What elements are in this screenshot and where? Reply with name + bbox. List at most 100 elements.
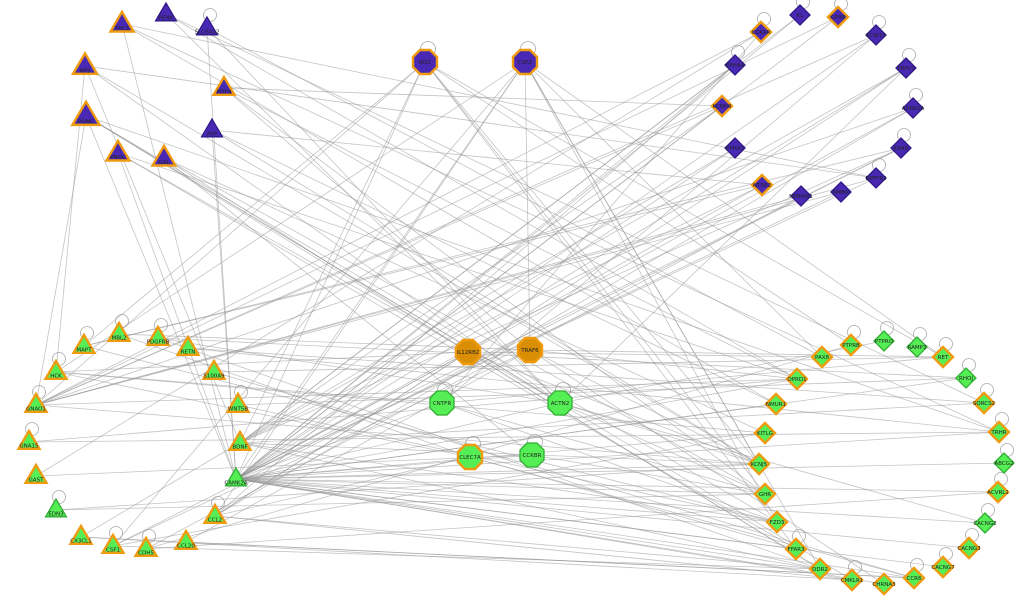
diamond-node-shape[interactable]: [906, 336, 928, 358]
diamond-node-shape[interactable]: [987, 420, 1011, 444]
triangle-node-shape[interactable]: [100, 532, 126, 555]
node-ACTN2[interactable]: ACTN2: [547, 390, 573, 416]
diamond-node-shape[interactable]: [931, 555, 955, 579]
octagon-node-shape[interactable]: [411, 48, 439, 76]
node-CCR6[interactable]: CCR6: [902, 566, 926, 590]
node-EPHA4[interactable]: EPHA4: [724, 54, 746, 76]
diamond-node-shape[interactable]: [840, 568, 864, 592]
node-NPFFR2[interactable]: NPFFR2: [865, 167, 887, 189]
triangle-node-shape[interactable]: [145, 324, 171, 347]
diamond-node-shape[interactable]: [993, 452, 1015, 474]
node-TAC3[interactable]: TAC3: [108, 9, 136, 33]
triangle-node-shape[interactable]: [108, 9, 136, 33]
node-ADRA1A[interactable]: ADRA1A: [902, 97, 925, 119]
node-SORCS2[interactable]: SORCS2: [972, 391, 996, 415]
node-PENK[interactable]: PENK: [154, 1, 178, 22]
node-OPRD1[interactable]: OPRD1: [785, 367, 809, 391]
node-CX3CL1[interactable]: CX3CL1: [68, 523, 94, 546]
node-ABCG2[interactable]: ABCG2: [993, 452, 1015, 474]
diamond-node-shape[interactable]: [808, 557, 832, 581]
node-PDYN[interactable]: PDYN: [211, 74, 237, 97]
triangle-node-shape[interactable]: [70, 50, 100, 76]
node-ACVRL1[interactable]: ACVRL1: [986, 480, 1010, 504]
diamond-node-shape[interactable]: [784, 537, 808, 561]
triangle-node-shape[interactable]: [70, 99, 102, 127]
diamond-node-shape[interactable]: [986, 480, 1010, 504]
node-TRAF6[interactable]: TRAF6: [516, 336, 544, 364]
node-SLC6A12[interactable]: SLC6A12: [195, 15, 220, 36]
triangle-node-shape[interactable]: [68, 523, 94, 546]
node-RET[interactable]: RET: [931, 345, 955, 369]
diamond-node-shape[interactable]: [830, 181, 852, 203]
node-CMKLR1[interactable]: CMKLR1: [840, 568, 864, 592]
triangle-node-shape[interactable]: [227, 429, 253, 452]
diamond-node-shape[interactable]: [865, 167, 887, 189]
node-GAL[interactable]: GAL: [150, 143, 178, 167]
triangle-node-shape[interactable]: [173, 528, 199, 551]
diamond-node-shape[interactable]: [765, 510, 789, 534]
octagon-node-shape[interactable]: [454, 338, 482, 366]
diamond-node-shape[interactable]: [957, 536, 981, 560]
node-EPHA7[interactable]: EPHA7: [724, 137, 746, 159]
node-AVP[interactable]: AVP: [200, 117, 224, 138]
diamond-node-shape[interactable]: [902, 97, 924, 119]
node-GPR6[interactable]: GPR6: [826, 5, 850, 29]
diamond-node-shape[interactable]: [749, 20, 773, 44]
diamond-node-shape[interactable]: [895, 57, 917, 79]
triangle-node-shape[interactable]: [16, 428, 42, 451]
diamond-node-shape[interactable]: [764, 392, 788, 416]
node-KCNJ10[interactable]: KCNJ10: [865, 24, 887, 46]
node-CACNG7[interactable]: CACNG7: [931, 555, 955, 579]
triangle-node-shape[interactable]: [211, 74, 237, 97]
node-GAST[interactable]: GAST: [23, 462, 49, 485]
triangle-node-shape[interactable]: [43, 358, 69, 381]
node-KRAS[interactable]: KRAS: [890, 137, 912, 159]
triangle-node-shape[interactable]: [133, 535, 159, 558]
node-KITLG[interactable]: KITLG: [753, 421, 777, 445]
octagon-node-shape[interactable]: [516, 336, 544, 364]
node-RAMP3[interactable]: RAMP3: [906, 336, 928, 358]
node-CLEC7A[interactable]: CLEC7A: [456, 443, 484, 471]
diamond-node-shape[interactable]: [826, 5, 850, 29]
node-CCKBR[interactable]: CCKBR: [519, 442, 545, 468]
node-CACNG3[interactable]: CACNG3: [957, 536, 981, 560]
diamond-node-shape[interactable]: [710, 94, 734, 118]
triangle-node-shape[interactable]: [154, 1, 178, 22]
triangle-node-shape[interactable]: [23, 462, 49, 485]
diamond-node-shape[interactable]: [955, 367, 977, 389]
diamond-node-shape[interactable]: [872, 572, 896, 596]
triangle-node-shape[interactable]: [225, 391, 251, 414]
node-TRHR[interactable]: TRHR: [987, 420, 1011, 444]
diamond-node-shape[interactable]: [789, 4, 811, 26]
octagon-node-shape[interactable]: [547, 390, 573, 416]
diamond-node-shape[interactable]: [790, 185, 812, 207]
diamond-node-shape[interactable]: [865, 24, 887, 46]
triangle-node-shape[interactable]: [71, 332, 97, 355]
diamond-node-shape[interactable]: [785, 367, 809, 391]
octagon-node-shape[interactable]: [511, 48, 539, 76]
octagon-node-shape[interactable]: [456, 443, 484, 471]
node-KL[interactable]: KL: [789, 4, 811, 26]
diamond-node-shape[interactable]: [931, 345, 955, 369]
diamond-node-shape[interactable]: [902, 566, 926, 590]
diamond-node-shape[interactable]: [810, 345, 834, 369]
node-NMUR1[interactable]: NMUR1: [764, 392, 788, 416]
triangle-node-shape[interactable]: [202, 502, 228, 525]
node-CNTFR[interactable]: CNTFR: [429, 390, 455, 416]
diamond-node-shape[interactable]: [974, 512, 996, 534]
triangle-node-shape[interactable]: [200, 117, 224, 138]
node-PNOC[interactable]: PNOC: [104, 138, 132, 162]
triangle-node-shape[interactable]: [106, 320, 132, 343]
triangle-node-shape[interactable]: [201, 358, 227, 381]
diamond-node-shape[interactable]: [750, 173, 774, 197]
triangle-node-shape[interactable]: [224, 466, 248, 487]
triangle-node-shape[interactable]: [175, 334, 201, 357]
triangle-node-shape[interactable]: [23, 391, 49, 414]
diamond-node-shape[interactable]: [724, 137, 746, 159]
node-KCNH8[interactable]: KCNH8: [710, 94, 734, 118]
node-PTPRB[interactable]: PTPRB: [839, 333, 863, 357]
triangle-node-shape[interactable]: [44, 497, 68, 518]
diamond-node-shape[interactable]: [747, 452, 771, 476]
triangle-node-shape[interactable]: [150, 143, 178, 167]
